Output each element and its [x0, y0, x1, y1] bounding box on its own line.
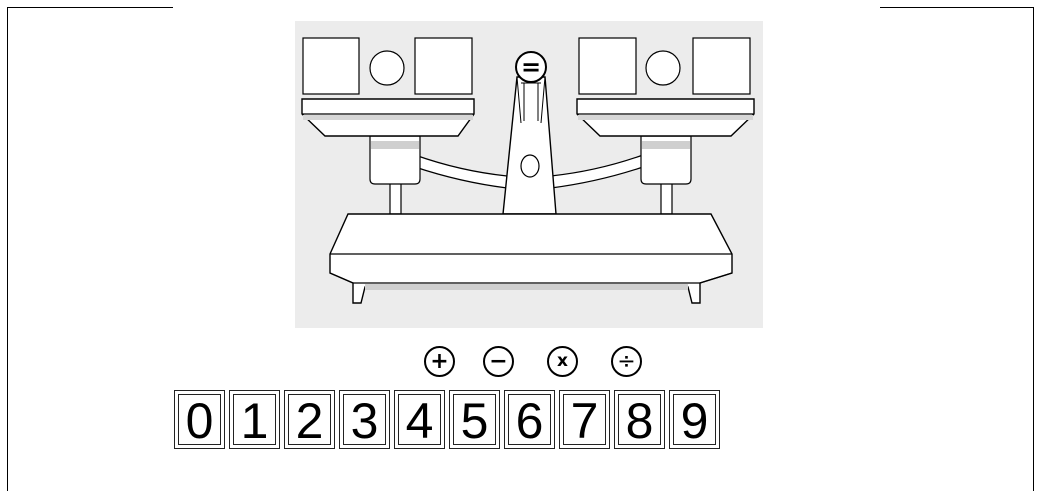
frame-top-left-border [7, 7, 173, 8]
digit-tile-9[interactable]: 9 [669, 390, 720, 449]
balance-scale-panel: = [295, 21, 763, 328]
digit-tiles-row: 0 1 2 3 4 5 6 7 8 9 [174, 390, 720, 449]
digit-tile-3[interactable]: 3 [339, 390, 390, 449]
digit-tile-6[interactable]: 6 [504, 390, 555, 449]
digit-label: 6 [508, 394, 551, 445]
digit-tile-4[interactable]: 4 [394, 390, 445, 449]
plus-operator-button[interactable]: + [424, 346, 455, 377]
times-operator-button[interactable]: x [547, 346, 578, 377]
balance-scale-image: = [295, 21, 763, 328]
digit-label: 5 [453, 394, 496, 445]
digit-label: 8 [618, 394, 661, 445]
digit-tile-2[interactable]: 2 [284, 390, 335, 449]
left-operator-slot[interactable] [370, 51, 404, 85]
digit-label: 3 [343, 394, 386, 445]
left-number-slot-2[interactable] [415, 38, 472, 94]
digit-label: 0 [178, 394, 221, 445]
minus-operator-button[interactable]: − [483, 346, 514, 377]
digit-label: 7 [563, 394, 606, 445]
digit-label: 9 [673, 394, 716, 445]
right-number-slot-2[interactable] [693, 38, 750, 94]
digit-label: 2 [288, 394, 331, 445]
digit-tile-5[interactable]: 5 [449, 390, 500, 449]
frame-left-border [7, 7, 8, 491]
left-number-slot-1[interactable] [303, 38, 359, 94]
digit-label: 1 [233, 394, 276, 445]
divide-operator-button[interactable]: ÷ [611, 346, 642, 377]
equals-sign-label: = [521, 53, 541, 81]
digit-label: 4 [398, 394, 441, 445]
right-number-slot-1[interactable] [579, 38, 636, 94]
frame-top-right-border [880, 7, 1034, 8]
digit-tile-1[interactable]: 1 [229, 390, 280, 449]
digit-tile-8[interactable]: 8 [614, 390, 665, 449]
right-post [661, 181, 672, 214]
frame-right-border [1033, 7, 1034, 491]
left-post [390, 181, 401, 214]
digit-tile-7[interactable]: 7 [559, 390, 610, 449]
digit-tile-0[interactable]: 0 [174, 390, 225, 449]
center-pillar [503, 77, 556, 214]
right-operator-slot[interactable] [646, 51, 680, 85]
